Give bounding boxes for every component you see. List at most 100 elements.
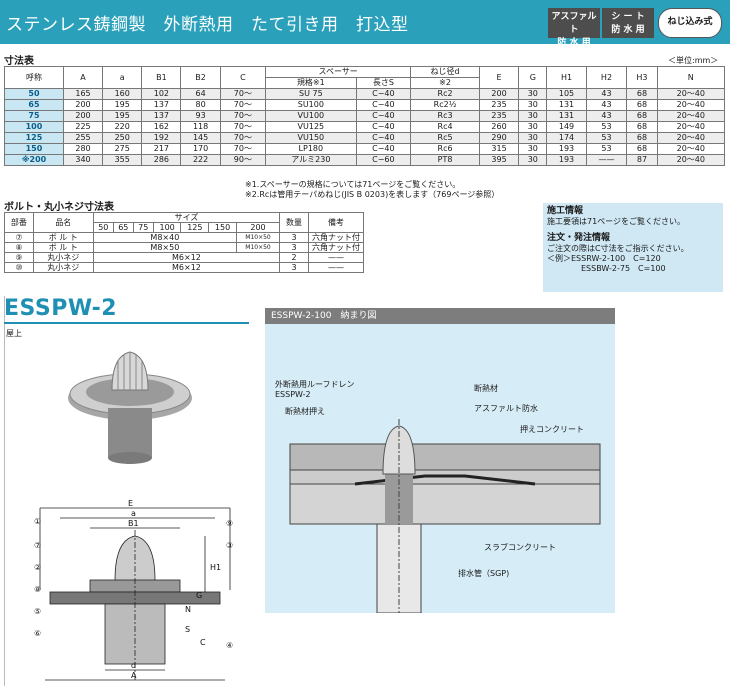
table-cell: 68 <box>626 132 658 144</box>
table-cell: 65 <box>4 99 64 111</box>
table-cell: 3 <box>279 232 309 243</box>
table-cell: C−60 <box>355 154 412 166</box>
table-cell: 250 <box>102 132 143 144</box>
table-cell: 30 <box>518 110 548 122</box>
header-bar: ステンレス鋳鋼製 外断熱用 たて引き用 打込型 アスファルト防 水 用 シ ー … <box>0 0 730 48</box>
table-cell: Rc2 <box>410 88 480 100</box>
table-cell: Rc4 <box>410 121 480 133</box>
svg-text:⑧: ⑧ <box>34 585 41 594</box>
table-cell: 355 <box>102 154 143 166</box>
table-cell: 20〜40 <box>656 154 726 166</box>
page-title: ステンレス鋳鋼製 外断熱用 たて引き用 打込型 <box>6 15 409 35</box>
table-cell: 150 <box>4 143 64 155</box>
install-title: ESSPW-2-100 納まり図 <box>265 308 615 324</box>
svg-text:N: N <box>185 605 191 614</box>
table-cell: C−40 <box>355 99 412 111</box>
svg-text:⑨: ⑨ <box>226 519 233 528</box>
table-cell: 70〜 <box>219 143 267 155</box>
table-cell: C−40 <box>355 121 412 133</box>
table-cell: LP180 <box>265 143 357 155</box>
note-2: ※2.Rcは管用テーパめねじ(JIS B 0203)を表します（769ページ参照… <box>245 190 500 199</box>
table-cell: 192 <box>141 132 182 144</box>
table-cell: Rc5 <box>410 132 480 144</box>
table-cell: 222 <box>180 154 221 166</box>
table-cell: 68 <box>626 110 658 122</box>
svg-text:⑥: ⑥ <box>34 629 41 638</box>
table-cell: 315 <box>478 143 520 155</box>
svg-text:②: ② <box>34 563 41 572</box>
table-cell: 200 <box>478 88 520 100</box>
table-cell: 105 <box>546 88 587 100</box>
table-cell: 30 <box>518 88 548 100</box>
table-cell: —— <box>308 252 364 263</box>
table-cell: 255 <box>62 132 104 144</box>
table-cell: 20〜40 <box>656 110 726 122</box>
table-cell: C−40 <box>355 110 412 122</box>
table-cell: 70〜 <box>219 110 267 122</box>
label-pipe: 排水管（SGP) <box>458 569 510 578</box>
note-1: ※1.スペーサーの規格については71ページをご覧ください。 <box>245 180 461 189</box>
table-cell: M8×50 <box>92 242 237 253</box>
table-cell: 131 <box>546 99 587 111</box>
size-cell: 75 <box>132 222 154 233</box>
label-asphalt: アスファルト防水 <box>474 404 538 413</box>
table-cell: 20〜40 <box>656 143 726 155</box>
model-name: ESSPW-2 <box>4 296 118 321</box>
svg-text:⑤: ⑤ <box>34 607 41 616</box>
table-cell: 2 <box>279 252 309 263</box>
table-cell: 70〜 <box>219 132 267 144</box>
table-cell: 260 <box>478 121 520 133</box>
svg-text:d: d <box>131 661 136 670</box>
table-cell: 68 <box>626 99 658 111</box>
table-cell: 93 <box>180 110 221 122</box>
category-label: 屋上 <box>6 329 22 338</box>
size-cell: 200 <box>235 222 281 233</box>
table-cell: ボ ル ト <box>32 242 94 253</box>
svg-text:A: A <box>131 671 137 680</box>
svg-text:C: C <box>200 638 206 647</box>
svg-text:G: G <box>196 591 202 600</box>
install-diagram <box>289 419 601 613</box>
table-cell: 286 <box>141 154 182 166</box>
table-cell: 125 <box>4 132 64 144</box>
table-cell: 3 <box>279 262 309 273</box>
badge-screw: ねじ込み式 <box>658 8 722 38</box>
table-cell: 90〜 <box>219 154 267 166</box>
table-cell: ※200 <box>4 154 64 166</box>
label-drain: 外断熱用ルーフドレン <box>275 380 355 389</box>
table-cell: 68 <box>626 88 658 100</box>
table-cell: 70〜 <box>219 121 267 133</box>
table-cell: 160 <box>102 88 143 100</box>
product-photo <box>68 351 192 464</box>
table-cell: M10×50 <box>235 242 281 253</box>
technical-drawing: E a B1 G H1 N S C d A ① ⑦ ② ⑧ ⑤ ⑥ ⑨ ③ ④ <box>34 500 233 681</box>
table-cell: 30 <box>518 132 548 144</box>
table-cell: 225 <box>62 121 104 133</box>
bolts-title: ボルト・丸小ネジ寸法表 <box>4 202 114 213</box>
table-cell: 102 <box>141 88 182 100</box>
table-cell: 280 <box>62 143 104 155</box>
svg-text:H1: H1 <box>210 563 221 572</box>
table-cell: SU100 <box>265 99 357 111</box>
table-cell: 43 <box>585 110 628 122</box>
table-cell: 87 <box>626 154 658 166</box>
table-cell: 64 <box>180 88 221 100</box>
table-cell: 170 <box>180 143 221 155</box>
table-cell: 53 <box>585 143 628 155</box>
table-cell: 68 <box>626 143 658 155</box>
table-cell: 53 <box>585 121 628 133</box>
table-cell: ボ ル ト <box>32 232 94 243</box>
table-cell: M6×12 <box>92 262 281 273</box>
table-cell: 137 <box>141 99 182 111</box>
table-cell: —— <box>585 154 628 166</box>
table-cell: 20〜40 <box>656 132 726 144</box>
table-cell: 43 <box>585 99 628 111</box>
